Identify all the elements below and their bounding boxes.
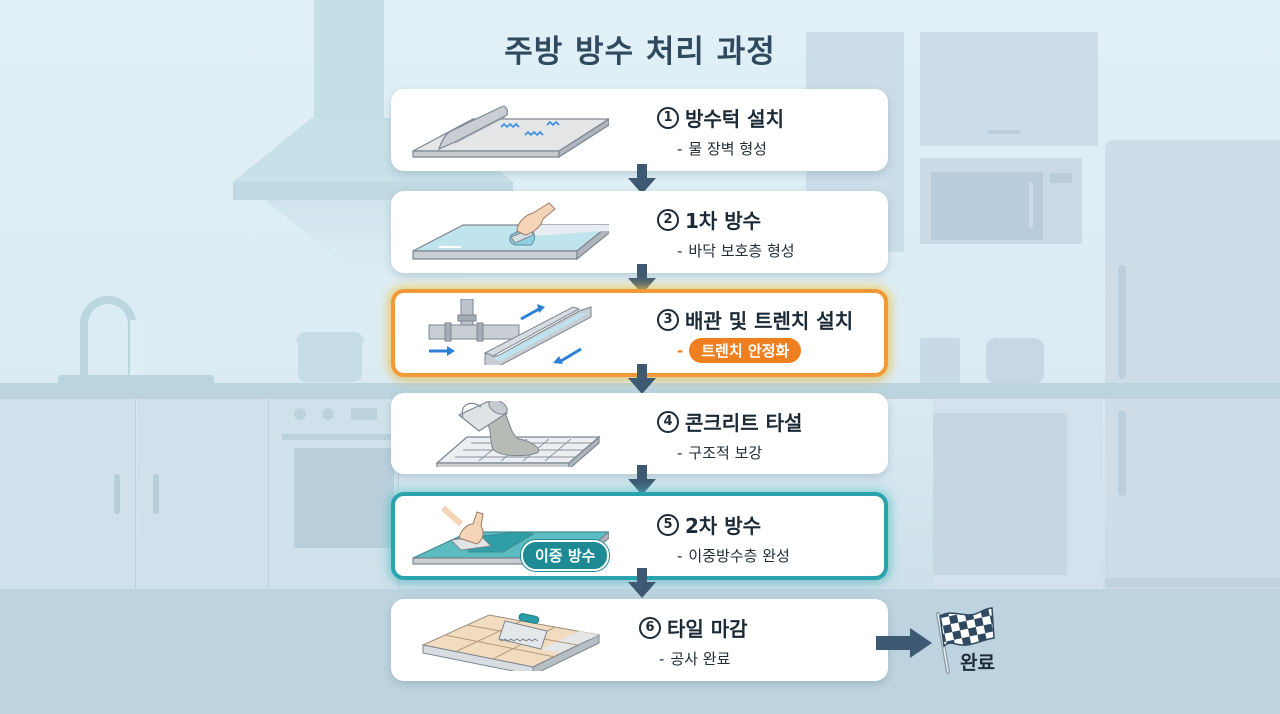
step-description: - 공사 완료 <box>659 648 748 669</box>
highlight-badge: 트렌치 안정화 <box>689 338 802 363</box>
step-title-text: 배관 및 트렌치 설치 <box>685 309 854 333</box>
faucet-icon <box>80 296 136 376</box>
step-description: - 바닥 보호층 형성 <box>677 240 795 261</box>
arrow-down-icon <box>628 364 656 394</box>
step-description-text: 이중방수층 완성 <box>688 547 790 565</box>
step-title-text: 1차 방수 <box>685 209 762 233</box>
page-title: 주방 방수 처리 과정 <box>504 34 776 70</box>
step-card-2: 2 1차 방수 - 바닥 보호층 형성 <box>391 191 888 273</box>
refrigerator-icon <box>1105 140 1280 590</box>
hand-applying-second-layer-icon <box>412 505 609 566</box>
dash: - <box>677 241 683 260</box>
finish-label: 완료 <box>960 652 995 674</box>
microwave-window <box>931 172 1043 240</box>
step-number: 2 <box>657 208 679 231</box>
lower-cabinet <box>137 399 269 589</box>
cabinet-handle <box>114 474 120 514</box>
step-title: 6 타일 마감 <box>639 613 748 642</box>
microwave-panel <box>1050 173 1072 183</box>
arrow-down-icon <box>628 568 656 598</box>
arrow-down-icon <box>628 164 656 194</box>
arrow-right-icon <box>876 628 932 658</box>
pot-lid-icon <box>296 332 364 342</box>
step-description: - 물 장벽 형성 <box>677 138 784 159</box>
step-number: 5 <box>657 513 679 536</box>
step-number: 1 <box>657 106 679 129</box>
dash: - <box>677 139 683 158</box>
oven-display <box>351 408 377 420</box>
step-card-4: 4 콘크리트 타설 - 구조적 보강 <box>391 393 888 474</box>
step-card-1: 1 방수턱 설치 - 물 장벽 형성 <box>391 89 888 171</box>
step-title: 2 1차 방수 <box>657 205 795 234</box>
step-card-6: 6 타일 마감 - 공사 완료 <box>391 599 888 681</box>
curb-slab-with-water-icon <box>412 105 609 159</box>
step-number: 6 <box>639 616 661 639</box>
range-hood-chimney <box>314 0 384 118</box>
microwave-handle <box>1029 182 1033 228</box>
lower-cabinet <box>0 399 136 589</box>
step-number: 4 <box>657 410 679 433</box>
hand-applying-membrane-icon <box>412 202 609 261</box>
dash: - <box>677 546 683 565</box>
step-description-text: 물 장벽 형성 <box>688 140 767 158</box>
arrow-down-icon <box>628 264 656 294</box>
pot-icon <box>298 340 362 382</box>
dash: - <box>677 443 683 462</box>
oven-handle <box>282 434 397 440</box>
upper-cabinet <box>920 32 1098 146</box>
arrow-down-icon <box>628 465 656 495</box>
pipe-and-trench-icon <box>428 299 592 365</box>
sink-base <box>58 375 214 385</box>
fridge-handle <box>1118 410 1126 496</box>
oven-knob <box>322 408 334 420</box>
step-description-text: 공사 완료 <box>670 650 731 668</box>
step-title-text: 타일 마감 <box>667 617 748 641</box>
oven-window <box>294 448 394 548</box>
step-description: - 이중방수층 완성 <box>677 545 790 566</box>
step-title: 3 배관 및 트렌치 설치 <box>657 305 853 334</box>
step-card-5: 이중 방수 5 2차 방수 - 이중방수층 완성 <box>391 492 888 580</box>
step-title: 1 방수턱 설치 <box>657 103 784 132</box>
step-title-text: 콘크리트 타설 <box>685 411 803 435</box>
canister-icon <box>920 338 960 384</box>
fridge-handle <box>1118 265 1126 379</box>
pouring-concrete-icon <box>435 401 601 467</box>
oven-knob <box>294 408 306 420</box>
step-title-text: 방수턱 설치 <box>685 107 784 131</box>
cabinet-handle <box>153 474 159 514</box>
double-waterproof-badge: 이중 방수 <box>521 540 610 571</box>
step-description-text: 바닥 보호층 형성 <box>688 242 795 260</box>
dishwasher-door <box>933 413 1067 575</box>
pot-icon <box>986 338 1044 384</box>
dash: - <box>677 341 684 360</box>
step-title: 5 2차 방수 <box>657 510 790 539</box>
step-title-text: 2차 방수 <box>685 514 762 538</box>
step-description: - 트렌치 안정화 <box>677 338 853 363</box>
step-title: 4 콘크리트 타설 <box>657 407 802 436</box>
faucet-mask <box>130 320 144 380</box>
checkered-flag-icon <box>936 607 995 674</box>
step-description: - 구조적 보강 <box>677 442 802 463</box>
tile-and-trowel-icon <box>421 613 601 671</box>
dash: - <box>659 649 665 668</box>
step-description-text: 구조적 보강 <box>688 444 763 462</box>
step-number: 3 <box>657 308 679 331</box>
fridge-base <box>1105 578 1280 588</box>
cabinet-handle <box>988 130 1020 134</box>
